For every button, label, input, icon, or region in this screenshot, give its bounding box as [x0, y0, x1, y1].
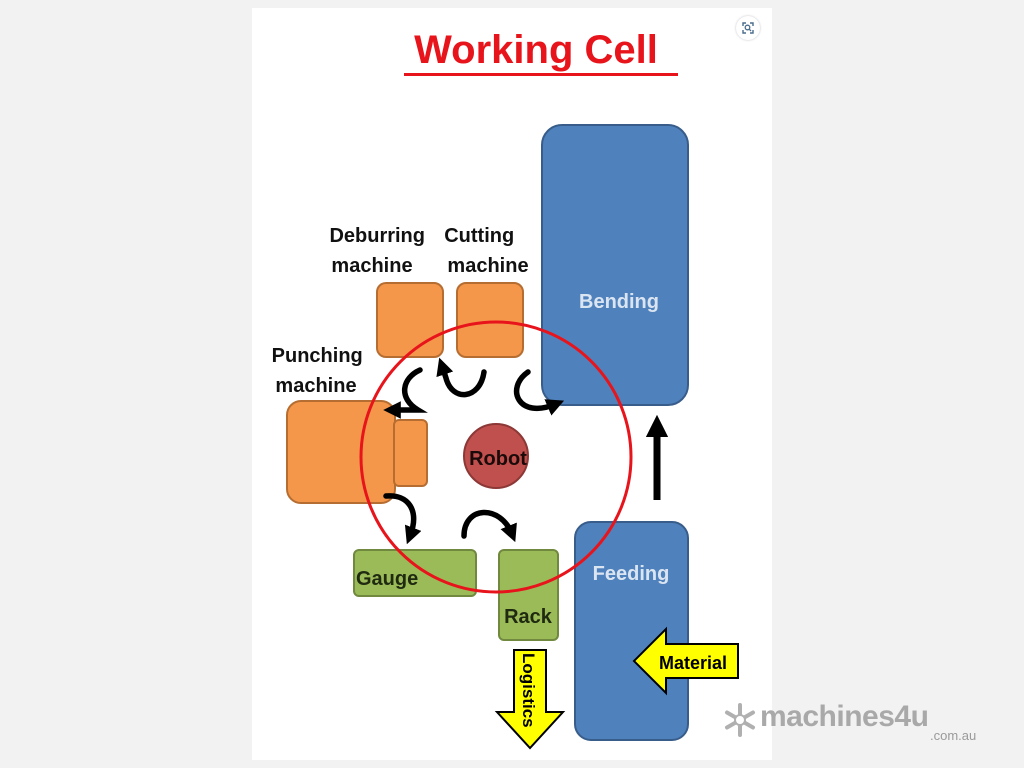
cutting-label: Cutting machine [444, 225, 528, 277]
gauge-label: Gauge [356, 568, 418, 590]
watermark-domain: .com.au [930, 728, 977, 743]
bending-machine [541, 124, 689, 406]
robot-motion-arrows [383, 357, 565, 545]
gauge-station [353, 549, 477, 597]
punching-machine [286, 400, 396, 504]
diagram-title: Working Cell [414, 28, 658, 72]
rack-label: Rack [504, 606, 553, 628]
deburring-label: Deburring machine [329, 225, 430, 277]
cutting-machine [456, 282, 524, 358]
bending-label: Bending [579, 291, 659, 313]
curved-arrow-icon [436, 357, 487, 398]
rack-station [498, 549, 559, 641]
material-label: Material [659, 653, 727, 673]
curved-arrow-icon [461, 509, 517, 543]
punching-label: Punching machine [272, 345, 369, 397]
logistics-arrow [494, 649, 566, 750]
logistics-label: Logistics [519, 653, 538, 728]
watermark-brand: machines4u [760, 700, 929, 733]
deburring-machine [376, 282, 444, 358]
curved-arrow-icon [513, 369, 565, 416]
snowflake-gear-icon [725, 703, 755, 737]
zoom-in-icon [742, 22, 754, 34]
robot-reach-circle [359, 320, 633, 594]
watermark: machines4u .com.au [722, 700, 992, 744]
robot-label: Robot [469, 448, 527, 470]
punching-machine-feeder [393, 419, 428, 487]
feeding-label: Feeding [593, 563, 670, 585]
feeding-machine [574, 521, 689, 741]
curved-arrow-icon [383, 493, 422, 545]
curved-arrow-icon [383, 367, 428, 419]
robot [463, 423, 529, 489]
material-arrow [632, 626, 739, 696]
title-underline [404, 73, 678, 76]
zoom-button[interactable] [736, 16, 760, 40]
